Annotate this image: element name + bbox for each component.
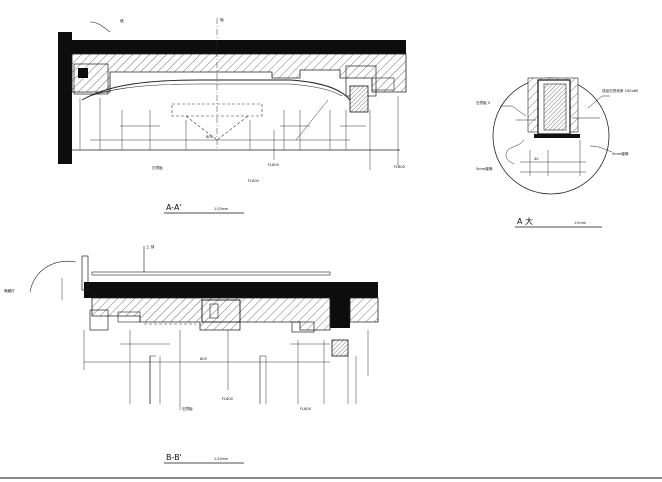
detail-top-leader <box>587 95 610 109</box>
aa-level-3: FL800 <box>394 165 406 169</box>
bb-ceiling-hatch <box>91 297 331 331</box>
bb-concrete-slab <box>84 282 378 298</box>
detail-left-leader <box>500 105 527 117</box>
bb-column <box>330 298 350 328</box>
bb-dim-label: 800 <box>200 357 208 361</box>
bb-duct <box>201 299 241 323</box>
aa-note-label: 石膏板 <box>152 165 163 170</box>
bb-left-label: 暗藏灯 <box>4 288 15 293</box>
detail-dim-label: 40 <box>534 157 539 161</box>
aa-wall-label: 墙 <box>120 18 124 23</box>
detail-note-left: 石膏板 5 <box>476 100 490 105</box>
detail-a: 成品石膏线条 100x60 石膏板 5 5mm缝隙 5mm缝隙 40 A 大 1… <box>476 77 639 228</box>
aa-ceiling-hatch <box>71 53 407 93</box>
bb-note-label: 石膏板 <box>182 406 193 411</box>
detail-note-bl: 5mm缝隙 <box>476 166 493 171</box>
detail-dimensions <box>520 140 586 176</box>
section-bb: 上 部 暗藏灯 石膏板 FL800 FL800 800 B-B' 1:20mm <box>4 244 379 464</box>
bb-level-1: FL800 <box>222 397 234 401</box>
aa-right-block <box>349 85 369 113</box>
aa-level-1: FL800 <box>248 179 260 183</box>
aa-concrete-slab <box>58 40 406 54</box>
section-aa: 墙 轴 石膏板 FL800 FL800 FL800 800 A-A' 1:20m… <box>58 17 407 214</box>
aa-left-block <box>78 68 88 78</box>
bb-left-box <box>117 311 141 323</box>
detail-bl-leader <box>505 139 525 165</box>
aa-wall-leader <box>89 21 111 33</box>
aa-right-trim <box>371 77 395 91</box>
aa-dimensions <box>79 96 399 170</box>
detail-scale: 1:5mm <box>574 221 587 225</box>
aa-left-wall <box>58 32 72 164</box>
bb-right-hatch <box>349 297 379 323</box>
detail-core <box>543 83 567 131</box>
aa-axis-label: 轴 <box>220 17 224 22</box>
bb-title: B-B' <box>166 453 182 462</box>
aa-light-fixture <box>171 103 263 141</box>
detail-title: A 大 <box>517 216 533 226</box>
aa-level-2: FL800 <box>268 163 280 167</box>
aa-scale: 1:20mm <box>214 207 229 211</box>
aa-dim-label: 800 <box>206 135 214 139</box>
aa-ceiling-cove <box>81 79 351 101</box>
bb-duct-inner <box>209 303 219 319</box>
detail-note-br: 5mm缝隙 <box>612 151 629 156</box>
bb-grille <box>331 339 349 357</box>
aa-ceiling-cove-inner <box>89 83 343 97</box>
aa-left-detail <box>73 63 109 95</box>
bb-left-arc <box>29 260 77 293</box>
bb-dimensions <box>61 278 369 410</box>
detail-br-leader <box>589 145 613 153</box>
bb-left-stub <box>81 255 89 291</box>
bb-level-2: FL800 <box>300 407 312 411</box>
detail-note-top: 成品石膏线条 100x60 <box>602 88 639 93</box>
bb-right-box <box>291 321 315 333</box>
aa-title: A-A' <box>166 203 182 212</box>
bb-scale: 1:20mm <box>214 457 229 461</box>
detail-base <box>534 134 580 138</box>
bb-left-trim <box>89 309 109 331</box>
bb-top-rail <box>91 271 331 276</box>
bb-top-label: 上 部 <box>146 244 155 249</box>
bb-opening <box>149 355 266 404</box>
